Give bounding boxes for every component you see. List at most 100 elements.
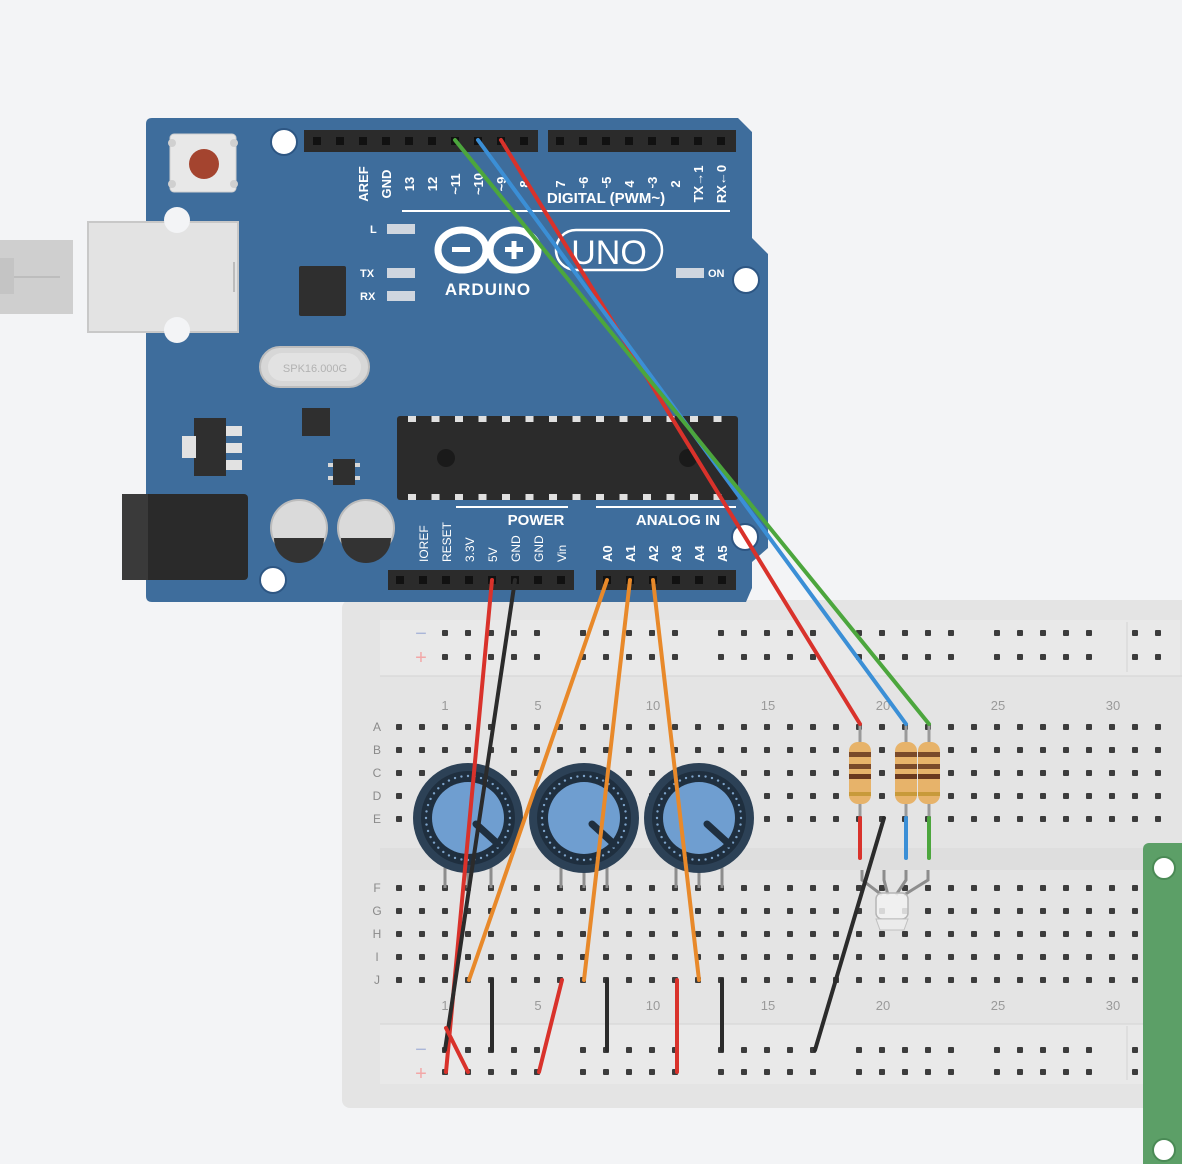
header-pin[interactable] <box>396 576 404 584</box>
breadboard-hole[interactable] <box>856 954 862 960</box>
breadboard-hole[interactable] <box>511 770 517 776</box>
breadboard-hole[interactable] <box>396 724 402 730</box>
breadboard-hole[interactable] <box>1017 724 1023 730</box>
breadboard-hole[interactable] <box>994 654 1000 660</box>
breadboard-hole[interactable] <box>603 931 609 937</box>
header-pin[interactable] <box>671 137 679 145</box>
header-pin[interactable] <box>672 576 680 584</box>
breadboard-hole[interactable] <box>1040 908 1046 914</box>
breadboard-hole[interactable] <box>1040 747 1046 753</box>
breadboard-hole[interactable] <box>1017 630 1023 636</box>
breadboard-hole[interactable] <box>488 1069 494 1075</box>
header-pin[interactable] <box>534 576 542 584</box>
breadboard-hole[interactable] <box>810 885 816 891</box>
wire-gnd[interactable] <box>443 578 517 1052</box>
breadboard-hole[interactable] <box>534 747 540 753</box>
breadboard-hole[interactable] <box>465 931 471 937</box>
breadboard-hole[interactable] <box>718 931 724 937</box>
breadboard-hole[interactable] <box>626 770 632 776</box>
breadboard-hole[interactable] <box>580 1047 586 1053</box>
breadboard-hole[interactable] <box>1109 954 1115 960</box>
breadboard-hole[interactable] <box>695 724 701 730</box>
breadboard-hole[interactable] <box>948 954 954 960</box>
breadboard-hole[interactable] <box>442 908 448 914</box>
breadboard-hole[interactable] <box>948 885 954 891</box>
breadboard-hole[interactable] <box>442 977 448 983</box>
breadboard-hole[interactable] <box>925 1047 931 1053</box>
breadboard-hole[interactable] <box>1155 630 1161 636</box>
breadboard-hole[interactable] <box>994 770 1000 776</box>
breadboard-hole[interactable] <box>879 770 885 776</box>
wire-jumper[interactable] <box>537 978 564 1074</box>
breadboard-hole[interactable] <box>718 908 724 914</box>
breadboard-hole[interactable] <box>741 908 747 914</box>
breadboard-hole[interactable] <box>741 954 747 960</box>
breadboard-hole[interactable] <box>902 954 908 960</box>
breadboard-hole[interactable] <box>534 977 540 983</box>
breadboard-hole[interactable] <box>902 1069 908 1075</box>
breadboard-hole[interactable] <box>1040 885 1046 891</box>
breadboard-hole[interactable] <box>1086 724 1092 730</box>
breadboard-hole[interactable] <box>511 1069 517 1075</box>
breadboard-hole[interactable] <box>1132 630 1138 636</box>
breadboard-hole[interactable] <box>1017 770 1023 776</box>
breadboard-hole[interactable] <box>1063 770 1069 776</box>
breadboard-hole[interactable] <box>580 931 586 937</box>
breadboard-hole[interactable] <box>787 908 793 914</box>
breadboard-hole[interactable] <box>580 908 586 914</box>
resistor[interactable] <box>849 724 871 818</box>
breadboard-hole[interactable] <box>925 931 931 937</box>
breadboard-hole[interactable] <box>764 1069 770 1075</box>
breadboard-hole[interactable] <box>419 908 425 914</box>
header-pin[interactable] <box>579 137 587 145</box>
breadboard-hole[interactable] <box>649 747 655 753</box>
breadboard-hole[interactable] <box>534 724 540 730</box>
breadboard-hole[interactable] <box>994 793 1000 799</box>
breadboard-hole[interactable] <box>810 1069 816 1075</box>
breadboard-hole[interactable] <box>1017 908 1023 914</box>
breadboard-hole[interactable] <box>879 747 885 753</box>
breadboard-hole[interactable] <box>419 724 425 730</box>
breadboard-hole[interactable] <box>718 630 724 636</box>
breadboard-hole[interactable] <box>465 954 471 960</box>
header-pin[interactable] <box>717 137 725 145</box>
breadboard-hole[interactable] <box>1155 724 1161 730</box>
breadboard-hole[interactable] <box>442 931 448 937</box>
breadboard-hole[interactable] <box>557 908 563 914</box>
breadboard-hole[interactable] <box>833 793 839 799</box>
breadboard-hole[interactable] <box>925 885 931 891</box>
breadboard-hole[interactable] <box>994 954 1000 960</box>
breadboard-hole[interactable] <box>649 1069 655 1075</box>
breadboard-hole[interactable] <box>948 793 954 799</box>
breadboard[interactable]: − + − + A B C D E F G H I J 1 5 10 15 20… <box>342 600 1182 1108</box>
breadboard-hole[interactable] <box>1063 885 1069 891</box>
breadboard-hole[interactable] <box>948 977 954 983</box>
breadboard-hole[interactable] <box>1155 816 1161 822</box>
breadboard-hole[interactable] <box>879 954 885 960</box>
breadboard-hole[interactable] <box>649 977 655 983</box>
breadboard-hole[interactable] <box>1086 654 1092 660</box>
breadboard-hole[interactable] <box>764 977 770 983</box>
breadboard-hole[interactable] <box>626 724 632 730</box>
breadboard-hole[interactable] <box>741 1047 747 1053</box>
breadboard-hole[interactable] <box>557 747 563 753</box>
header-pin[interactable] <box>465 576 473 584</box>
breadboard-hole[interactable] <box>557 931 563 937</box>
breadboard-hole[interactable] <box>626 908 632 914</box>
breadboard-hole[interactable] <box>764 885 770 891</box>
breadboard-hole[interactable] <box>1132 654 1138 660</box>
breadboard-hole[interactable] <box>741 630 747 636</box>
breadboard-hole[interactable] <box>787 724 793 730</box>
breadboard-hole[interactable] <box>879 977 885 983</box>
breadboard-hole[interactable] <box>1109 770 1115 776</box>
breadboard-hole[interactable] <box>833 885 839 891</box>
breadboard-hole[interactable] <box>810 770 816 776</box>
breadboard-hole[interactable] <box>1109 816 1115 822</box>
breadboard-hole[interactable] <box>810 654 816 660</box>
breadboard-hole[interactable] <box>994 724 1000 730</box>
breadboard-hole[interactable] <box>1040 724 1046 730</box>
breadboard-hole[interactable] <box>741 724 747 730</box>
breadboard-hole[interactable] <box>1017 1069 1023 1075</box>
breadboard-hole[interactable] <box>626 1069 632 1075</box>
breadboard-hole[interactable] <box>1132 1047 1138 1053</box>
